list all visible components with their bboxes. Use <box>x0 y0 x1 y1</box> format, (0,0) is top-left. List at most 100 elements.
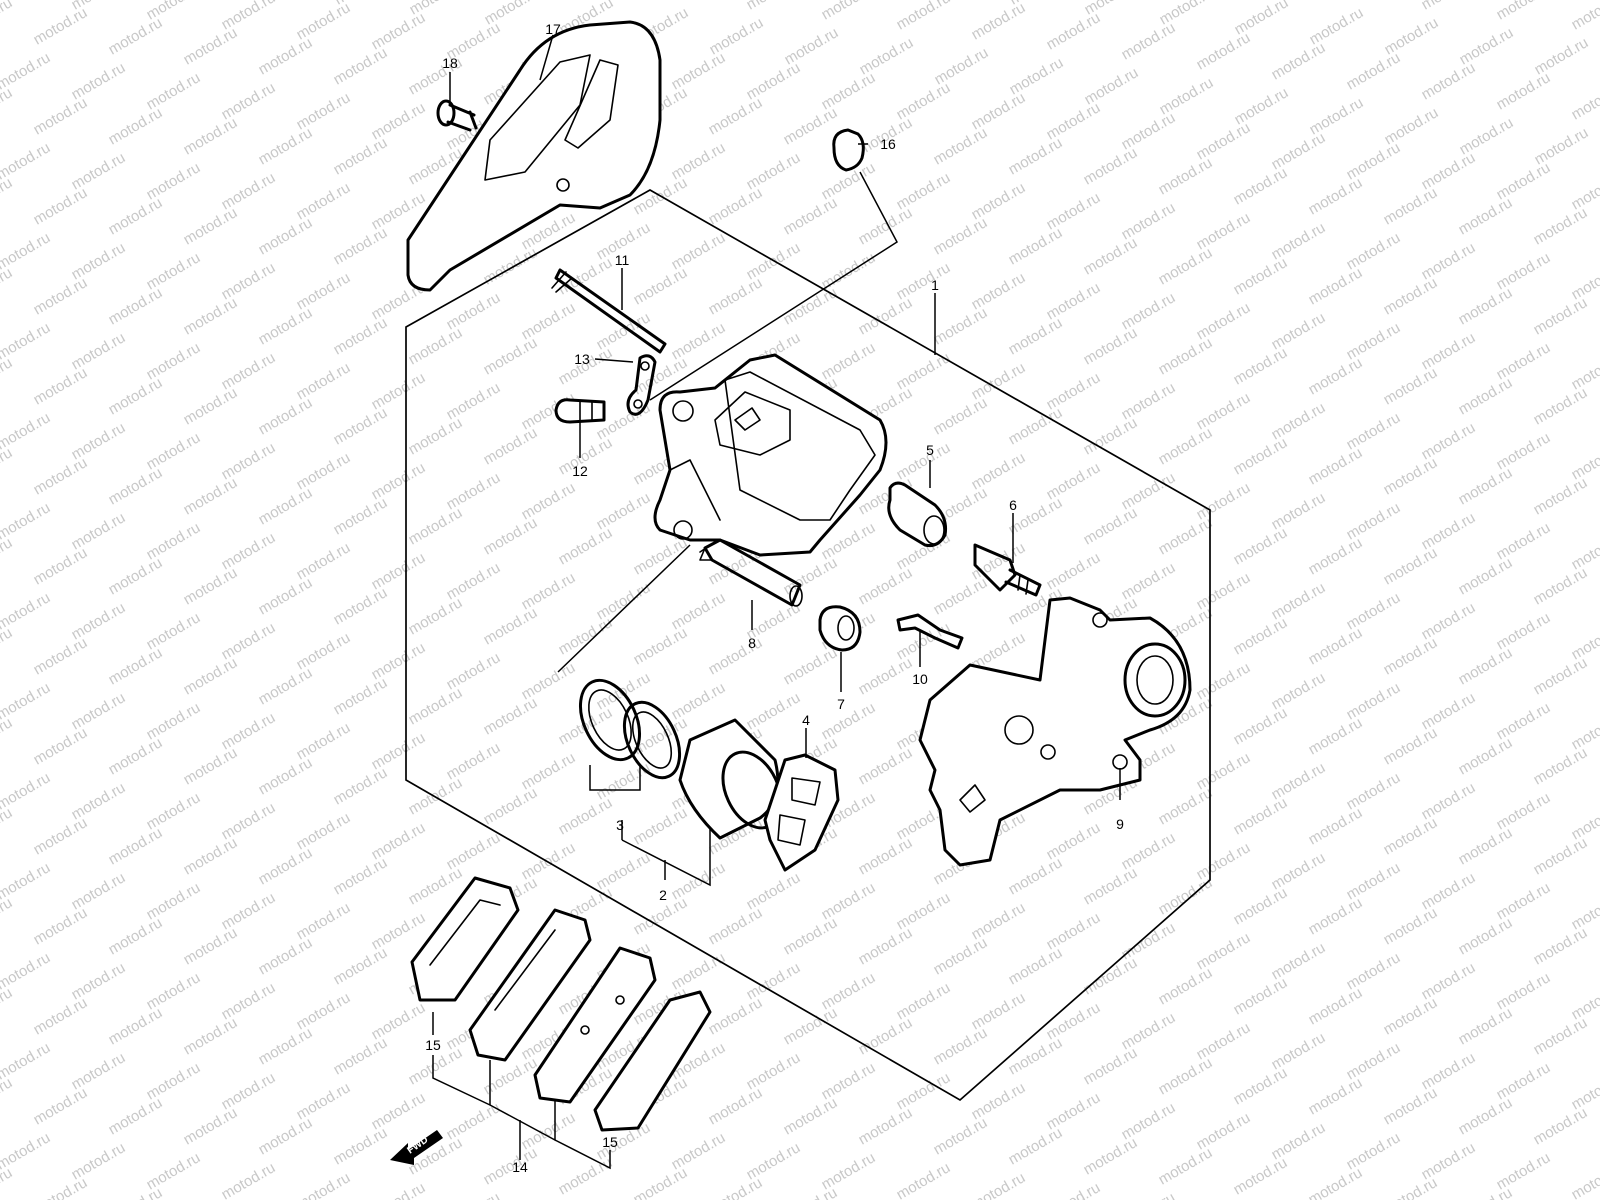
watermark-text: motod.ru <box>1381 454 1441 498</box>
watermark-text: motod.ru <box>1531 294 1591 338</box>
watermark-text: motod.ru <box>1156 424 1216 468</box>
watermark-text: motod.ru <box>256 934 316 978</box>
watermark-text: motod.ru <box>1119 19 1179 63</box>
watermark-text: motod.ru <box>1156 244 1216 288</box>
watermark-text: motod.ru <box>256 34 316 78</box>
watermark-text: motod.ru <box>1381 544 1441 588</box>
watermark-text: motod.ru <box>1081 144 1141 188</box>
watermark-text: motod.ru <box>331 1034 391 1078</box>
watermark-text: motod.ru <box>1006 944 1066 988</box>
watermark-text: motod.ru <box>1231 1154 1291 1198</box>
part-2-piston <box>678 718 783 840</box>
watermark-text: motod.ru <box>331 944 391 988</box>
watermark-text: motod.ru <box>0 1164 15 1200</box>
watermark-text: motod.ru <box>1306 264 1366 308</box>
watermark-text: motod.ru <box>1231 704 1291 748</box>
watermark-text: motod.ru <box>1081 1134 1141 1178</box>
watermark-text: motod.ru <box>1081 1044 1141 1088</box>
watermark-text: motod.ru <box>106 1004 166 1048</box>
watermark-text: motod.ru <box>856 834 916 878</box>
watermark-text: motod.ru <box>556 254 616 298</box>
watermark-text: motod.ru <box>181 1014 241 1058</box>
watermark-text: motod.ru <box>181 114 241 158</box>
watermark-text: motod.ru <box>1494 69 1554 113</box>
watermark-text: motod.ru <box>1456 464 1516 508</box>
watermark-text: motod.ru <box>0 354 15 398</box>
watermark-text: motod.ru <box>106 1184 166 1200</box>
watermark-text: motod.ru <box>1306 1074 1366 1118</box>
watermark-text: motod.ru <box>181 384 241 428</box>
watermark-text: motod.ru <box>1231 794 1291 838</box>
watermark-text: motod.ru <box>1306 894 1366 938</box>
watermark-text: motod.ru <box>1456 194 1516 238</box>
watermark-text: motod.ru <box>1456 1094 1516 1138</box>
watermark-text: motod.ru <box>331 584 391 628</box>
watermark-text: motod.ru <box>331 1124 391 1168</box>
callout-5: 5 <box>926 442 934 458</box>
watermark-text: motod.ru <box>1044 1179 1104 1200</box>
watermark-text: motod.ru <box>931 304 991 348</box>
watermark-text: motod.ru <box>331 674 391 718</box>
watermark-text: motod.ru <box>331 44 391 88</box>
callout-6: 6 <box>1009 497 1017 513</box>
watermark-text: motod.ru <box>1381 634 1441 678</box>
callout-4: 4 <box>802 712 810 728</box>
callout-8: 8 <box>748 635 756 651</box>
watermark-text: motod.ru <box>894 1159 954 1200</box>
part-5-sleeve <box>887 481 947 547</box>
watermark-text: motod.ru <box>331 854 391 898</box>
watermark-text: motod.ru <box>331 494 391 538</box>
watermark-text: motod.ru <box>1569 709 1600 753</box>
watermark-text: motod.ru <box>631 624 691 668</box>
watermark-text: motod.ru <box>856 294 916 338</box>
watermark-text: motod.ru <box>1119 1189 1179 1200</box>
watermark-text: motod.ru <box>406 684 466 728</box>
watermark-text: motod.ru <box>1156 334 1216 378</box>
watermark-text: motod.ru <box>481 604 541 648</box>
watermark-text: motod.ru <box>931 124 991 168</box>
watermark-text: motod.ru <box>256 484 316 528</box>
part-18-bolt <box>436 99 478 132</box>
watermark-text: motod.ru <box>444 1189 504 1200</box>
watermark-text: motod.ru <box>256 394 316 438</box>
callout-1: 1 <box>931 277 939 293</box>
watermark-text: motod.ru <box>294 1169 354 1200</box>
watermark-text: motod.ru <box>0 624 15 668</box>
watermark-text: motod.ru <box>181 204 241 248</box>
watermark-text: motod.ru <box>1306 1164 1366 1200</box>
watermark-text: motod.ru <box>106 824 166 868</box>
caliper-body <box>653 353 888 557</box>
watermark-text: motod.ru <box>1419 59 1479 103</box>
part-9-bracket <box>918 596 1192 867</box>
watermark-text: motod.ru <box>181 744 241 788</box>
watermark-text: motod.ru <box>781 1184 841 1200</box>
part-13-clip <box>626 354 657 416</box>
watermark-text: motod.ru <box>1081 864 1141 908</box>
part-12-bleeder <box>554 398 606 424</box>
watermark-text: motod.ru <box>856 654 916 698</box>
watermark-text: motod.ru <box>481 514 541 558</box>
watermark-text: motod.ru <box>106 914 166 958</box>
watermark-text: motod.ru <box>1081 414 1141 458</box>
part-17-guard-plate <box>406 20 662 292</box>
part-10-spring <box>896 613 964 650</box>
watermark-text: motod.ru <box>706 94 766 138</box>
watermark-text: motod.ru <box>1006 854 1066 898</box>
watermark-text: motod.ru <box>781 914 841 958</box>
watermark-text: motod.ru <box>0 264 15 308</box>
watermark-text: motod.ru <box>1344 0 1404 3</box>
watermark-text: motod.ru <box>31 4 91 48</box>
watermark-text: motod.ru <box>1531 384 1591 428</box>
watermark-text: motod.ru <box>1531 924 1591 968</box>
watermark-text: motod.ru <box>931 1114 991 1158</box>
watermark-text: motod.ru <box>181 24 241 68</box>
watermark-text: motod.ru <box>406 324 466 368</box>
watermark-text: motod.ru <box>819 0 879 23</box>
watermark-text: motod.ru <box>406 594 466 638</box>
watermark-text: motod.ru <box>1156 154 1216 198</box>
watermark-text: motod.ru <box>31 544 91 588</box>
part-14-15-pads <box>410 876 712 1132</box>
watermark-text: motod.ru <box>331 134 391 178</box>
callout-2: 2 <box>659 887 667 903</box>
callout-11: 11 <box>615 252 630 268</box>
